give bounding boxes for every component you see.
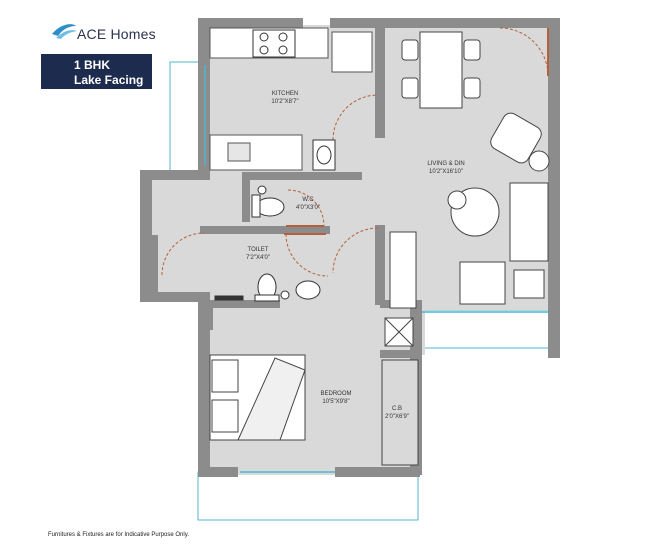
ace-homes-logo-icon [52, 24, 77, 39]
bedroom-name: BEDROOM [320, 391, 351, 397]
doors [161, 27, 549, 277]
wc-size: 4'0"X3'0" [296, 205, 320, 211]
bathroom-fixtures [214, 139, 336, 302]
dining-set [401, 31, 481, 109]
unit-type-badge: 1 BHK Lake Facing [41, 54, 152, 89]
toilet-name: TOILET [248, 247, 269, 253]
windows [204, 65, 548, 473]
room-labels: KITCHEN 10'2"X8'7" LIVING & DIN 10'2"X16… [246, 91, 465, 420]
living-size: 10'2"X16'10" [429, 169, 463, 175]
cb-size: 2'0"X6'9" [385, 414, 409, 420]
wc-name: W.C [302, 197, 314, 203]
badge-line-2: Lake Facing [74, 73, 144, 87]
living-name: LIVING & DIN [427, 161, 464, 167]
living-furniture [447, 112, 550, 305]
toilet-size: 7'2"X4'0" [246, 255, 270, 261]
walls [140, 18, 560, 477]
badge-line-1: 1 BHK [74, 58, 111, 72]
bed [209, 330, 306, 464]
hob-icon [252, 29, 296, 58]
kitchen-name: KITCHEN [272, 91, 298, 97]
cb-name: C.B [392, 406, 402, 412]
wardrobe [381, 231, 419, 466]
kitchen-size: 10'2"X8'7" [271, 99, 298, 105]
brand-name: ACE Homes [77, 26, 156, 42]
bedroom-size: 10'5"X9'8" [322, 399, 349, 405]
footnote: Furnitures & Fixtures are for Indicative… [48, 532, 189, 538]
